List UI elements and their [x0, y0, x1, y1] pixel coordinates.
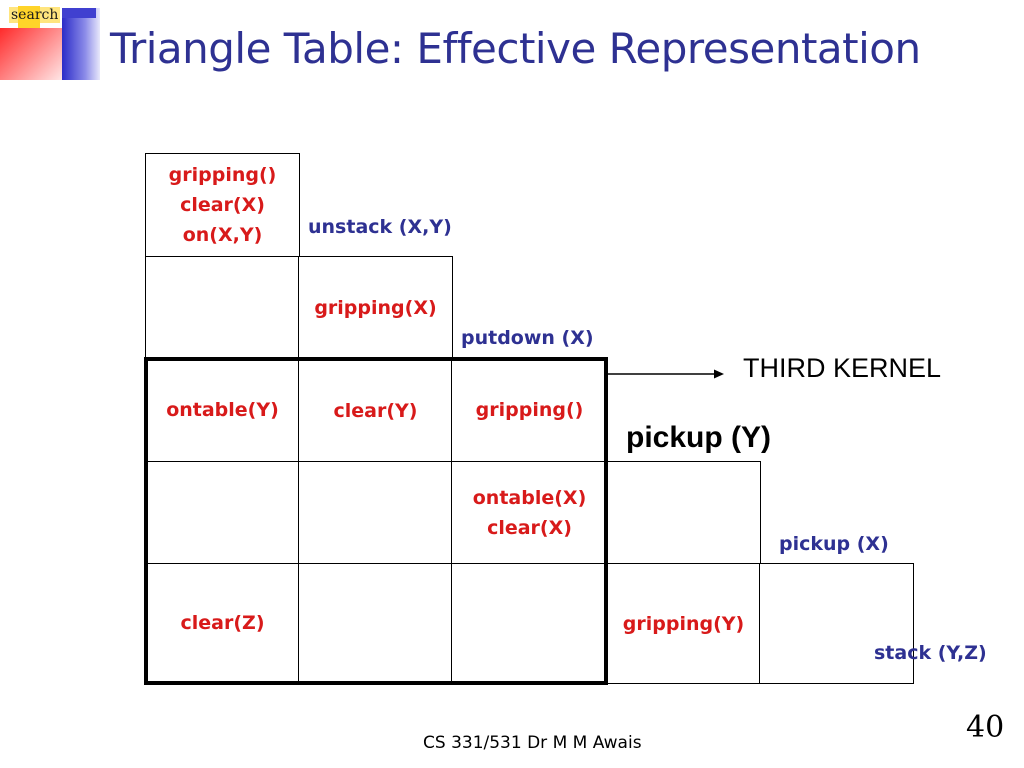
precondition-text: clear(X) [487, 517, 572, 539]
page-title: Triangle Table: Effective Representation [110, 24, 921, 73]
slide-logo [0, 0, 110, 82]
precondition-text: gripping() [475, 399, 584, 421]
action-label-putdown: putdown (X) [461, 327, 594, 349]
logo-blue-bar-top [62, 8, 96, 18]
table-cell-r4-c3 [451, 461, 608, 565]
page-number: 40 [966, 710, 1005, 745]
table-cell-r4-c4 [606, 461, 761, 565]
table-cell-r3-c2 [298, 358, 453, 463]
table-cell-r3-c1 [145, 358, 300, 463]
precondition-text: gripping() [168, 164, 277, 186]
precondition-text: gripping(Y) [622, 613, 745, 635]
precondition-text: ontable(Y) [166, 399, 279, 421]
slide-footer: CS 331/531 Dr M M Awais [423, 733, 642, 753]
action-label-unstack: unstack (X,Y) [308, 216, 452, 238]
table-cell-r5-c4 [606, 563, 761, 684]
action-label-stack: stack (Y,Z) [874, 642, 987, 664]
table-cell-r5-c2 [298, 563, 453, 684]
table-cell-r5-c5 [759, 563, 914, 684]
precondition-text: clear(Z) [180, 612, 265, 634]
search-link[interactable]: search [9, 7, 61, 23]
table-cell-r2-c1 [145, 256, 300, 360]
action-label-pickup-x: pickup (X) [779, 533, 889, 555]
table-cell-r2-c2 [298, 256, 453, 360]
precondition-text: clear(X) [180, 194, 265, 216]
table-cell-r1-c1 [145, 153, 300, 258]
precondition-text: clear(Y) [333, 400, 418, 422]
action-label-pickup-y: pickup (Y) [626, 421, 772, 454]
precondition-text: ontable(X) [472, 487, 587, 509]
logo-blue-bar [62, 8, 100, 80]
logo-red-square [0, 28, 62, 80]
precondition-text: gripping(X) [314, 297, 437, 319]
precondition-text: on(X,Y) [182, 224, 263, 246]
table-cell-r5-c3 [451, 563, 608, 684]
third-kernel-label: THIRD KERNEL [743, 353, 942, 383]
table-cell-r5-c1 [145, 563, 300, 684]
